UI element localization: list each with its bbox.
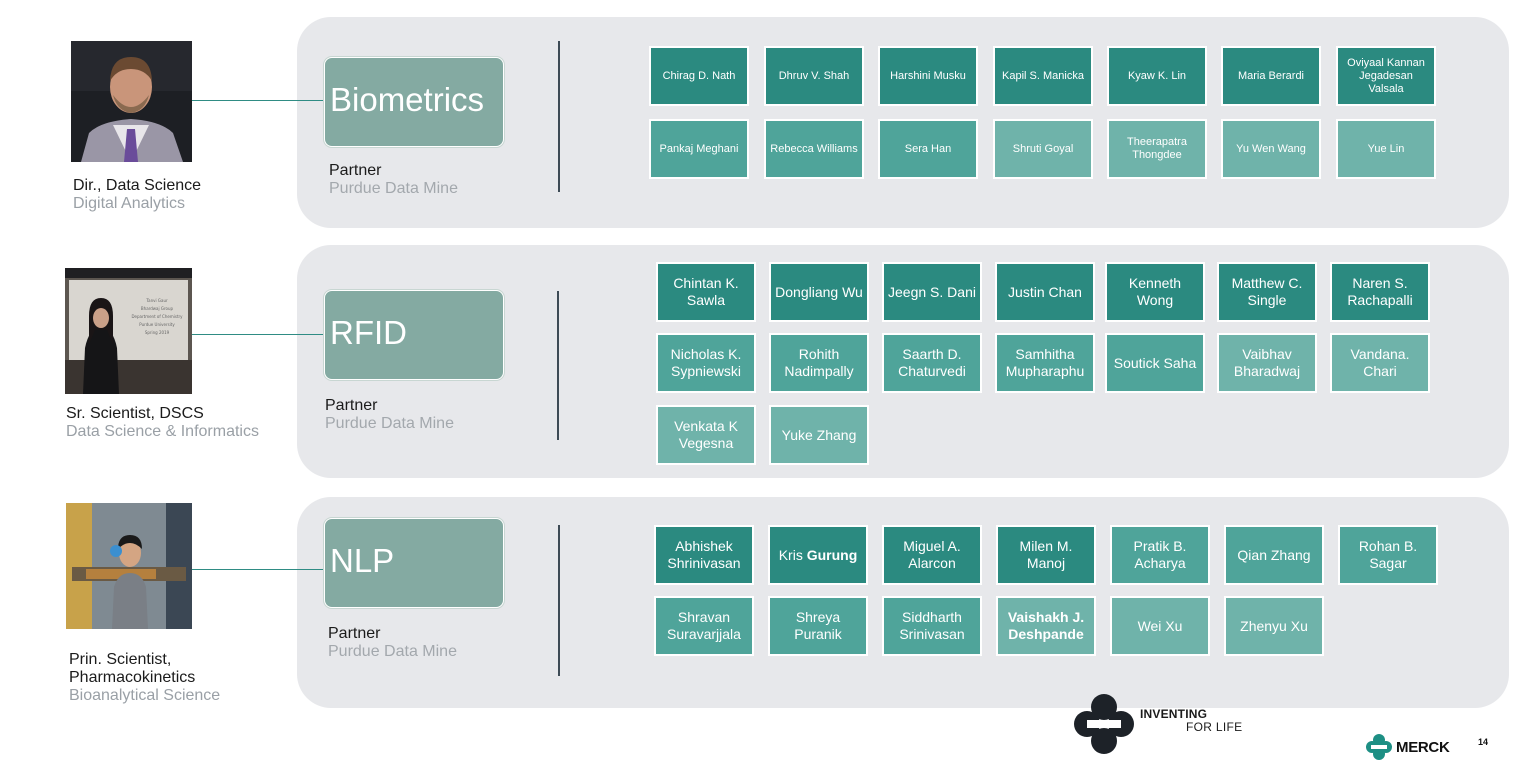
- team-member-tile: Dhruv V. Shah: [764, 46, 864, 106]
- photo-slide-text: Tanvi Gaur: [145, 298, 168, 303]
- partner-org: Purdue Data Mine: [325, 415, 454, 432]
- person-caption: Dir., Data Science Digital Analytics: [73, 177, 201, 213]
- team-member-tile: Matthew C. Single: [1217, 262, 1317, 322]
- team-member-tile: Miguel A. Alarcon: [882, 525, 982, 585]
- team-member-tile: Naren S. Rachapalli: [1330, 262, 1430, 322]
- team-member-tile: Kenneth Wong: [1105, 262, 1205, 322]
- person-photo: [66, 503, 192, 629]
- team-member-tile: Jeegn S. Dani: [882, 262, 982, 322]
- person-caption: Sr. Scientist, DSCS Data Science & Infor…: [66, 405, 259, 441]
- merck-small-logo-icon: [1366, 734, 1392, 760]
- team-member-tile: Wei Xu: [1110, 596, 1210, 656]
- team-member-tile: Chintan K. Sawla: [656, 262, 756, 322]
- partner-org: Purdue Data Mine: [328, 643, 457, 660]
- topic-box-nlp: NLP: [324, 518, 504, 608]
- divider-line: [557, 291, 559, 440]
- member-last-name: Gurung: [806, 546, 858, 563]
- partner-label: Partner: [325, 397, 378, 414]
- connector-line: [192, 334, 326, 335]
- team-member-tile: Shravan Suravarjjala: [654, 596, 754, 656]
- divider-line: [558, 41, 560, 192]
- partner-org: Purdue Data Mine: [329, 180, 458, 197]
- topic-box-rfid: RFID: [324, 290, 504, 380]
- partner-caption: Partner Purdue Data Mine: [328, 625, 457, 661]
- tagline-line-1: INVENTING: [1140, 707, 1208, 721]
- topic-title: RFID: [330, 314, 407, 351]
- team-member-tile: Kyaw K. Lin: [1107, 46, 1207, 106]
- team-member-tile: Vaibhav Bharadwaj: [1217, 333, 1317, 393]
- team-member-tile: Vandana. Chari: [1330, 333, 1430, 393]
- team-member-tile: Siddharth Srinivasan: [882, 596, 982, 656]
- member-first-name: Kris: [778, 546, 803, 563]
- team-member-tile: Yuke Zhang: [769, 405, 869, 465]
- team-member-tile: Soutick Saha: [1105, 333, 1205, 393]
- brand-name: MERCK: [1396, 738, 1450, 756]
- person-role: Dir., Data Science: [73, 177, 202, 194]
- team-member-tile: Rebecca Williams: [764, 119, 864, 179]
- team-member-tile: Theerapatra Thongdee: [1107, 119, 1207, 179]
- team-member-tile: Chirag D. Nath: [649, 46, 749, 106]
- person-caption: Prin. Scientist, Pharmacokinetics Bioana…: [69, 651, 229, 705]
- merck-brand: MERCK: [1365, 733, 1450, 761]
- team-member-tile: Zhenyu Xu: [1224, 596, 1324, 656]
- team-member-tile: Kapil S. Manicka: [993, 46, 1093, 106]
- team-member-tile: Justin Chan: [995, 262, 1095, 322]
- team-member-tile: Saarth D. Chaturvedi: [882, 333, 982, 393]
- team-member-tile: Harshini Musku: [878, 46, 978, 106]
- team-member-tile: Samhitha Mupharaphu: [995, 333, 1095, 393]
- topic-box-biometrics: Biometrics: [324, 57, 504, 147]
- person-photo: Tanvi Gaur Bhardwaj Group Department of …: [65, 268, 192, 394]
- team-member-tile: Oviyaal Kannan Jegadesan Valsala: [1336, 46, 1436, 106]
- partner-label: Partner: [329, 162, 382, 179]
- team-member-tile: Milen M. Manoj: [996, 525, 1096, 585]
- team-member-tile: Shreya Puranik: [768, 596, 868, 656]
- person-photo: [71, 41, 192, 162]
- team-member-tile: Pankaj Meghani: [649, 119, 749, 179]
- team-member-tile: Qian Zhang: [1224, 525, 1324, 585]
- team-member-tile: Shruti Goyal: [993, 119, 1093, 179]
- person-department: Digital Analytics: [73, 195, 186, 212]
- team-member-tile: Abhishek Shrinivasan: [654, 525, 754, 585]
- team-member-tile: Rohith Nadimpally: [769, 333, 869, 393]
- partner-caption: Partner Purdue Data Mine: [325, 397, 454, 433]
- team-member-tile: Venkata K Vegesna: [656, 405, 756, 465]
- partner-label: Partner: [328, 625, 381, 642]
- photo-slide-text: Spring 2019: [145, 330, 170, 335]
- team-member-tile: Kris Gurung: [768, 525, 868, 585]
- merck-logo-icon: [1073, 693, 1135, 760]
- photo-slide-text: Department of Chemistry: [131, 314, 183, 319]
- tagline: INVENTING FOR LIFE: [1140, 708, 1242, 734]
- team-member-tile: Sera Han: [878, 119, 978, 179]
- photo-slide-text: Purdue University: [139, 322, 175, 327]
- page-number: 14: [1478, 737, 1489, 747]
- connector-line: [192, 100, 326, 101]
- team-member-tile: Pratik B. Acharya: [1110, 525, 1210, 585]
- divider-line: [558, 525, 560, 676]
- tagline-line-2: FOR LIFE: [1186, 720, 1243, 734]
- team-member-tile: Yue Lin: [1336, 119, 1436, 179]
- team-member-tile: Rohan B. Sagar: [1338, 525, 1438, 585]
- team-member-tile: Nicholas K. Sypniewski: [656, 333, 756, 393]
- person-role: Prin. Scientist, Pharmacokinetics: [69, 651, 196, 686]
- person-department: Data Science & Informatics: [66, 423, 259, 440]
- person-role: Sr. Scientist, DSCS: [66, 405, 204, 422]
- photo-slide-text: Bhardwaj Group: [141, 306, 174, 311]
- team-member-tile: Maria Berardi: [1221, 46, 1321, 106]
- team-member-tile: Yu Wen Wang: [1221, 119, 1321, 179]
- topic-title: NLP: [330, 542, 395, 579]
- team-member-tile: Dongliang Wu: [769, 262, 869, 322]
- person-department: Bioanalytical Science: [69, 687, 221, 704]
- connector-line: [192, 569, 326, 570]
- team-member-tile: Vaishakh J. Deshpande: [996, 596, 1096, 656]
- partner-caption: Partner Purdue Data Mine: [329, 162, 458, 198]
- topic-title: Biometrics: [330, 81, 485, 118]
